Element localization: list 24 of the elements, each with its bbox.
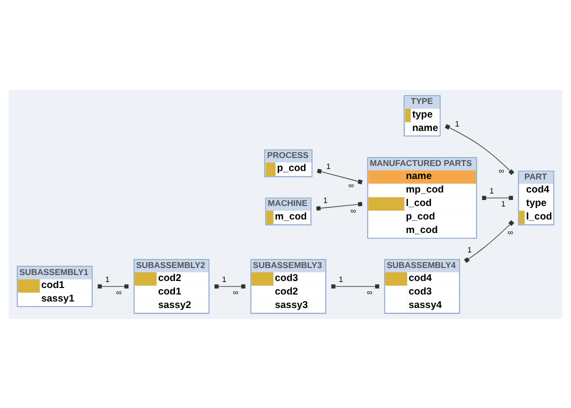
label: 1 xyxy=(222,274,226,284)
label: 1 xyxy=(326,161,331,170)
connector xyxy=(444,124,514,175)
connector xyxy=(464,220,514,262)
connector xyxy=(482,195,513,200)
label: ∞ xyxy=(350,206,356,215)
connector xyxy=(316,201,362,210)
label: ∞ xyxy=(232,287,238,296)
connector xyxy=(331,284,380,288)
label: 1 xyxy=(323,196,328,205)
label: 1 xyxy=(501,198,506,208)
label: ∞ xyxy=(116,287,122,296)
label: ∞ xyxy=(366,287,372,296)
label: 1 xyxy=(455,118,460,128)
connector xyxy=(316,168,363,184)
connector xyxy=(214,284,246,288)
label: ∞ xyxy=(508,227,514,236)
label: 1 xyxy=(467,244,472,254)
label: 1 xyxy=(105,274,110,284)
label: 1 xyxy=(490,186,494,195)
label: 1 xyxy=(338,274,344,284)
connector xyxy=(98,284,129,288)
label: ∞ xyxy=(348,180,354,190)
label: ∞ xyxy=(498,166,504,175)
